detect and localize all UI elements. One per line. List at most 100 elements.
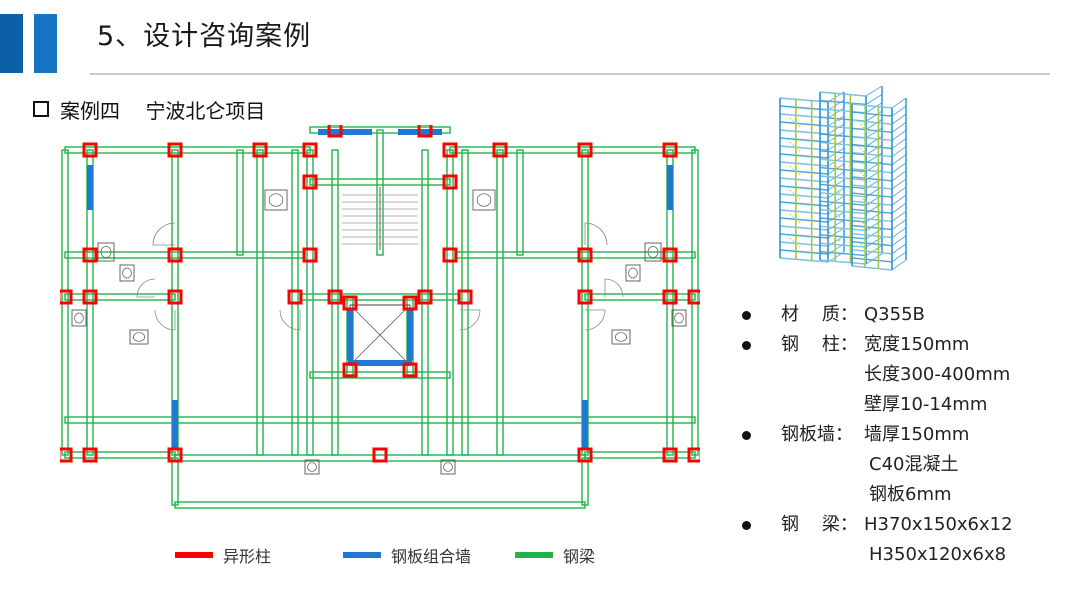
special-column [372,447,388,463]
steel-beam [174,501,586,509]
steel-beam [64,146,311,154]
sanitary-fixture-bowl [74,312,84,324]
plate-wall [347,310,353,360]
tower-floor-beam [891,178,907,190]
tower-floor-beam [827,195,845,207]
special-column [662,447,678,463]
bullet-icon [742,521,751,530]
tower-floor-beam [819,217,867,223]
special-column [417,125,433,138]
tower-floor-beam [851,257,893,263]
tower-floor-beam [851,200,893,206]
door-swing [459,309,481,331]
special-column [82,142,98,158]
steel-beam [496,149,504,456]
special-column [687,447,700,463]
tower-floor-beam [865,85,883,97]
tower-floor-beam [851,249,893,255]
tower-brace [789,189,802,201]
tower-floor-beam [891,97,907,109]
case-label: 案例四 [60,99,120,123]
case-project: 宁波北仑项目 [145,99,266,123]
legend-label-steel-beam: 钢梁 [563,547,596,566]
special-column [342,295,358,311]
tower-floor-beam [851,143,893,150]
special-column [577,289,593,305]
bullet-icon [742,311,751,320]
plate-wall [87,165,93,210]
legend-swatch-green [515,552,553,558]
tower-floor-beam [819,91,867,97]
tower-floor-beam [891,121,907,133]
tower-floor-beam [865,253,883,265]
accent-bar-secondary [34,14,57,73]
sanitary-fixture [264,189,288,211]
plate-wall [318,129,372,135]
special-column [252,142,268,158]
tower-floor-beam [851,184,893,190]
tower-brace [789,165,802,177]
spec-beam-line-2: H350x120x6x8 [869,544,1007,565]
sanitary-fixture [119,264,135,282]
special-column [577,142,593,158]
tower-floor-beam [827,107,845,119]
special-column [327,125,343,138]
tower-brace [828,207,842,219]
tower-floor-beam [819,183,867,190]
tower-floor-beam [891,235,907,247]
door-swing [584,222,608,246]
spec-column-line-1: 宽度150mm [864,334,970,355]
tower-floor-beam [819,150,867,156]
plate-wall [407,310,413,360]
spec-beam-label: 钢 梁： [781,514,858,535]
door-swing [154,309,176,331]
tower-floor-beam [819,192,867,198]
tower-floor-beam [827,203,845,215]
plate-wall [582,400,588,450]
special-column [302,142,318,158]
tower-floor-beam [851,135,893,142]
floor-plan-diagram [60,125,700,509]
sanitary-fixture-bowl [443,462,453,472]
bullet-icon [742,341,751,350]
tower-brace [828,231,842,243]
spec-wall-line-3: 钢板6mm [869,484,952,505]
tower-floor-beam [891,259,907,271]
legend-special-column: 异形柱 [175,543,271,567]
special-column [60,447,73,463]
steel-beam [516,149,524,256]
sanitary-fixture-bowl [122,267,132,279]
tower-floor-beam [851,119,893,125]
tower-floor-beam [827,115,845,127]
door-swing [604,278,624,298]
steel-beam [256,149,264,456]
sanitary-fixture-bowl [647,245,659,259]
tower-brace [789,141,802,153]
special-column [167,447,183,463]
special-column [60,289,73,305]
sanitary-fixture [97,242,115,262]
tower-floor-beam [851,168,893,174]
tower-brace [828,159,842,171]
tower-floor-beam [827,219,845,231]
sanitary-fixture [644,242,662,262]
tower-floor-beam [891,138,907,149]
sanitary-fixture [71,309,87,327]
tower-floor-beam [819,242,867,248]
tower-floor-beam [851,208,893,214]
tower-floor-beam [891,105,907,117]
tower-floor-beam [779,257,829,263]
legend-swatch-blue [343,552,381,558]
tower-floor-beam [865,110,883,122]
steel-beam [584,451,696,459]
sanitary-fixture [671,309,687,327]
steel-beam [236,149,244,256]
special-column [457,289,473,305]
steel-beam [309,178,451,186]
special-column [82,247,98,263]
bullet-icon [742,431,751,440]
tower-floor-beam [851,160,893,166]
sanitary-fixture-bowl [132,332,146,342]
special-column [662,142,678,158]
tower-floor-beam [851,216,893,223]
